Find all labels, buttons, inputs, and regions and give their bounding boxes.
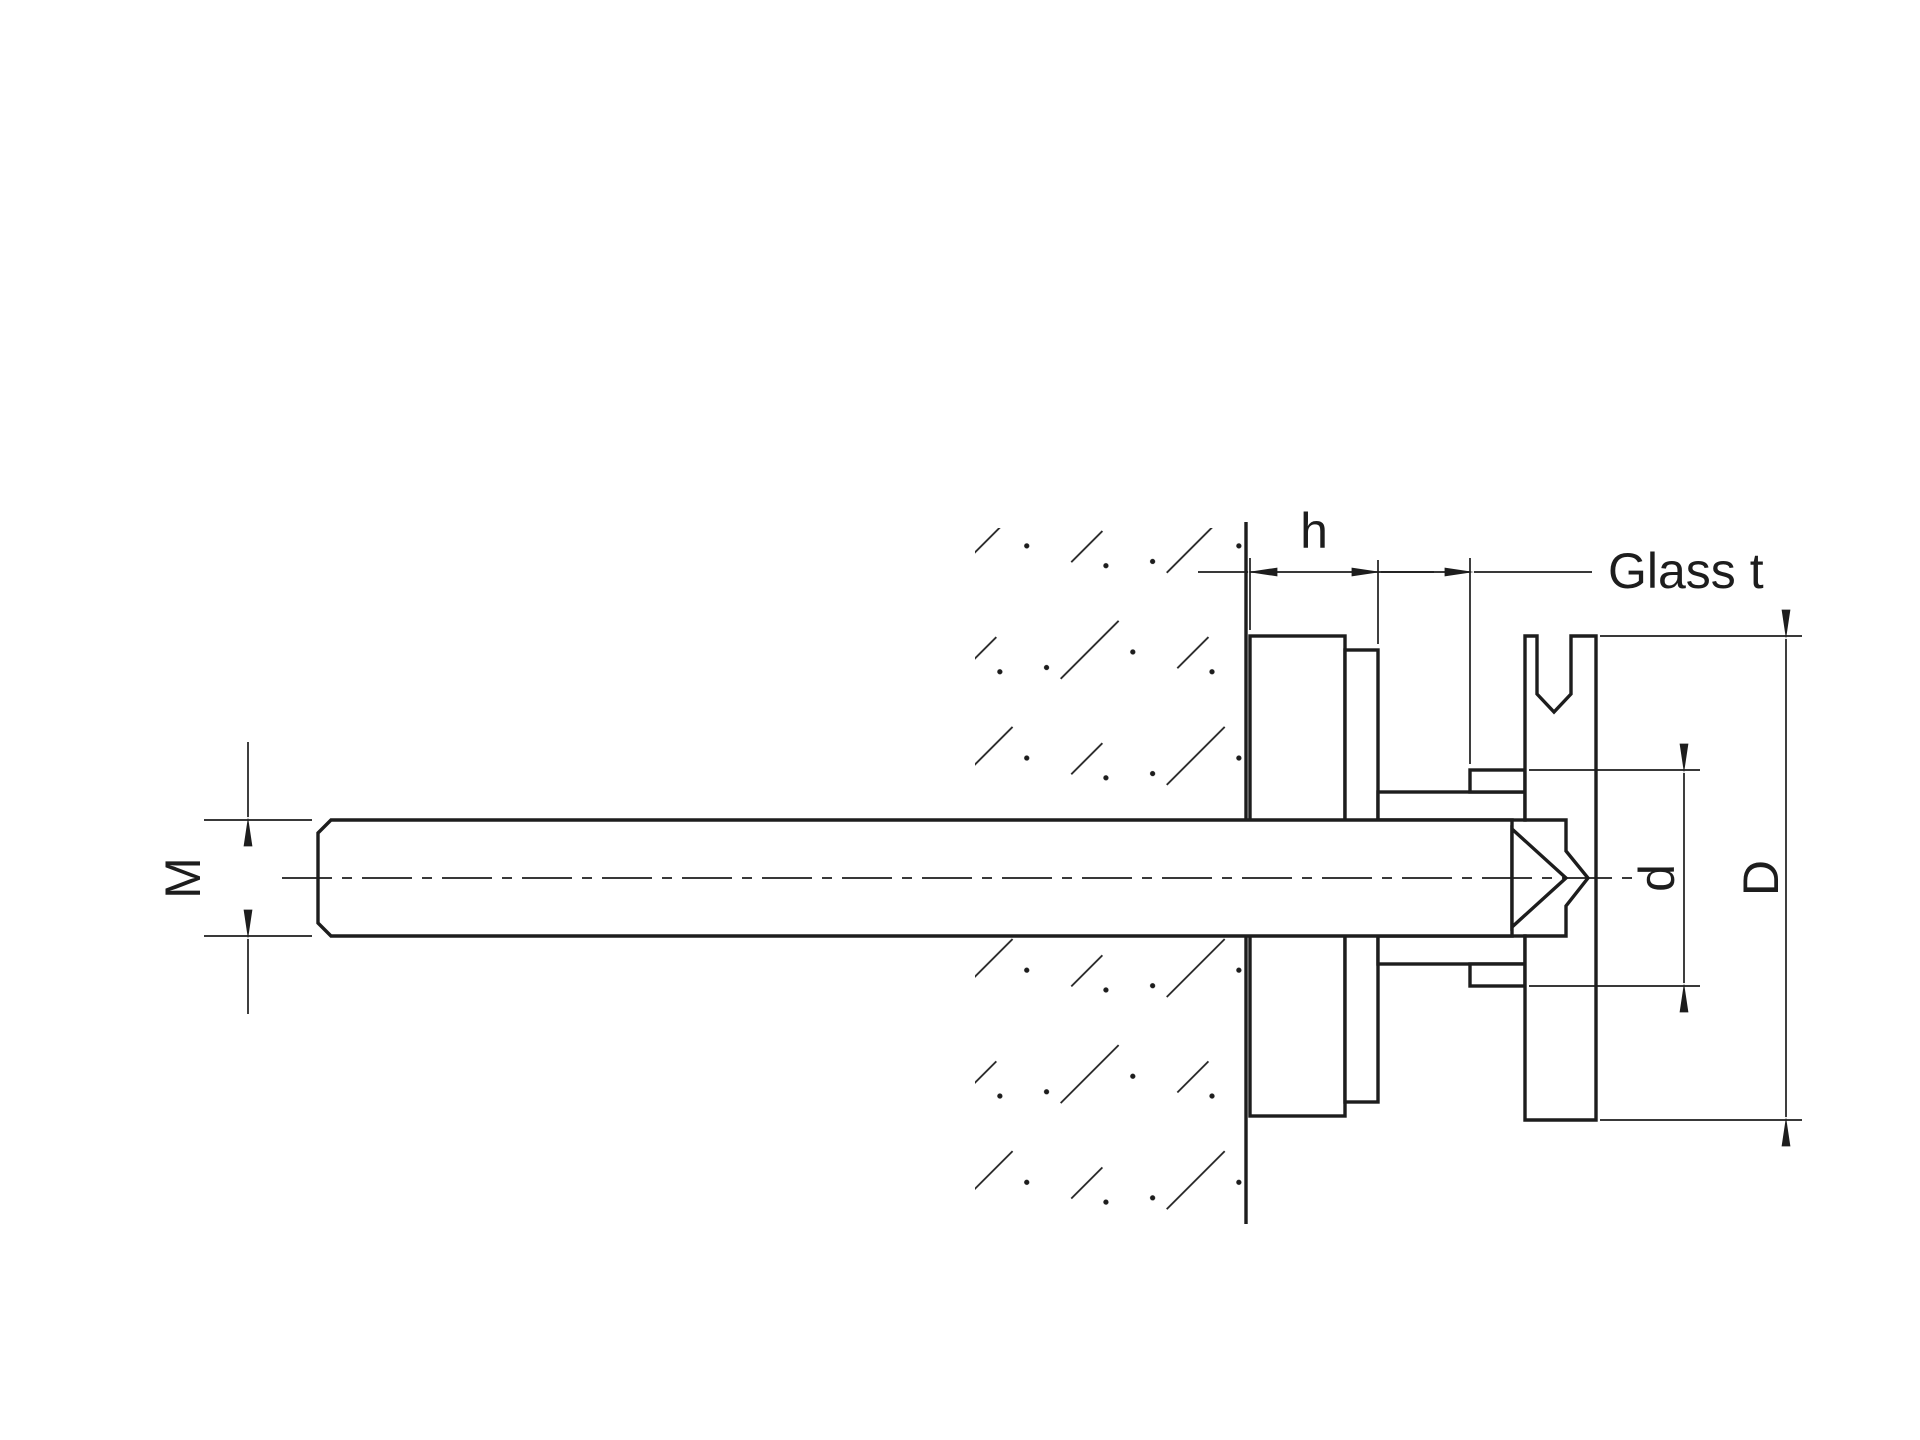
dimension-m: M [155, 742, 312, 1014]
dimension-D: D [1600, 609, 1802, 1147]
spacer-sleeve-bottom [1376, 934, 1527, 966]
glass-gasket-washer-bottom [1468, 962, 1527, 988]
cap-disc-section [1523, 634, 1598, 1122]
dimension-label-thread-size: M [155, 857, 211, 899]
dimension-label-glass-thickness: Glass t [1608, 543, 1764, 599]
dimension-label-body-height: h [1300, 503, 1328, 559]
dimension-label-inner-diameter: d [1629, 864, 1685, 892]
threaded-rod [316, 818, 1514, 938]
dimension-glass-t: Glass t [1444, 543, 1764, 764]
spacer-sleeve-top [1376, 790, 1527, 822]
dimension-h: h [1198, 503, 1470, 644]
glass-gasket-washer-top [1468, 768, 1527, 794]
dimension-d: d [1529, 743, 1700, 1013]
dimension-label-outer-diameter: D [1733, 860, 1789, 896]
